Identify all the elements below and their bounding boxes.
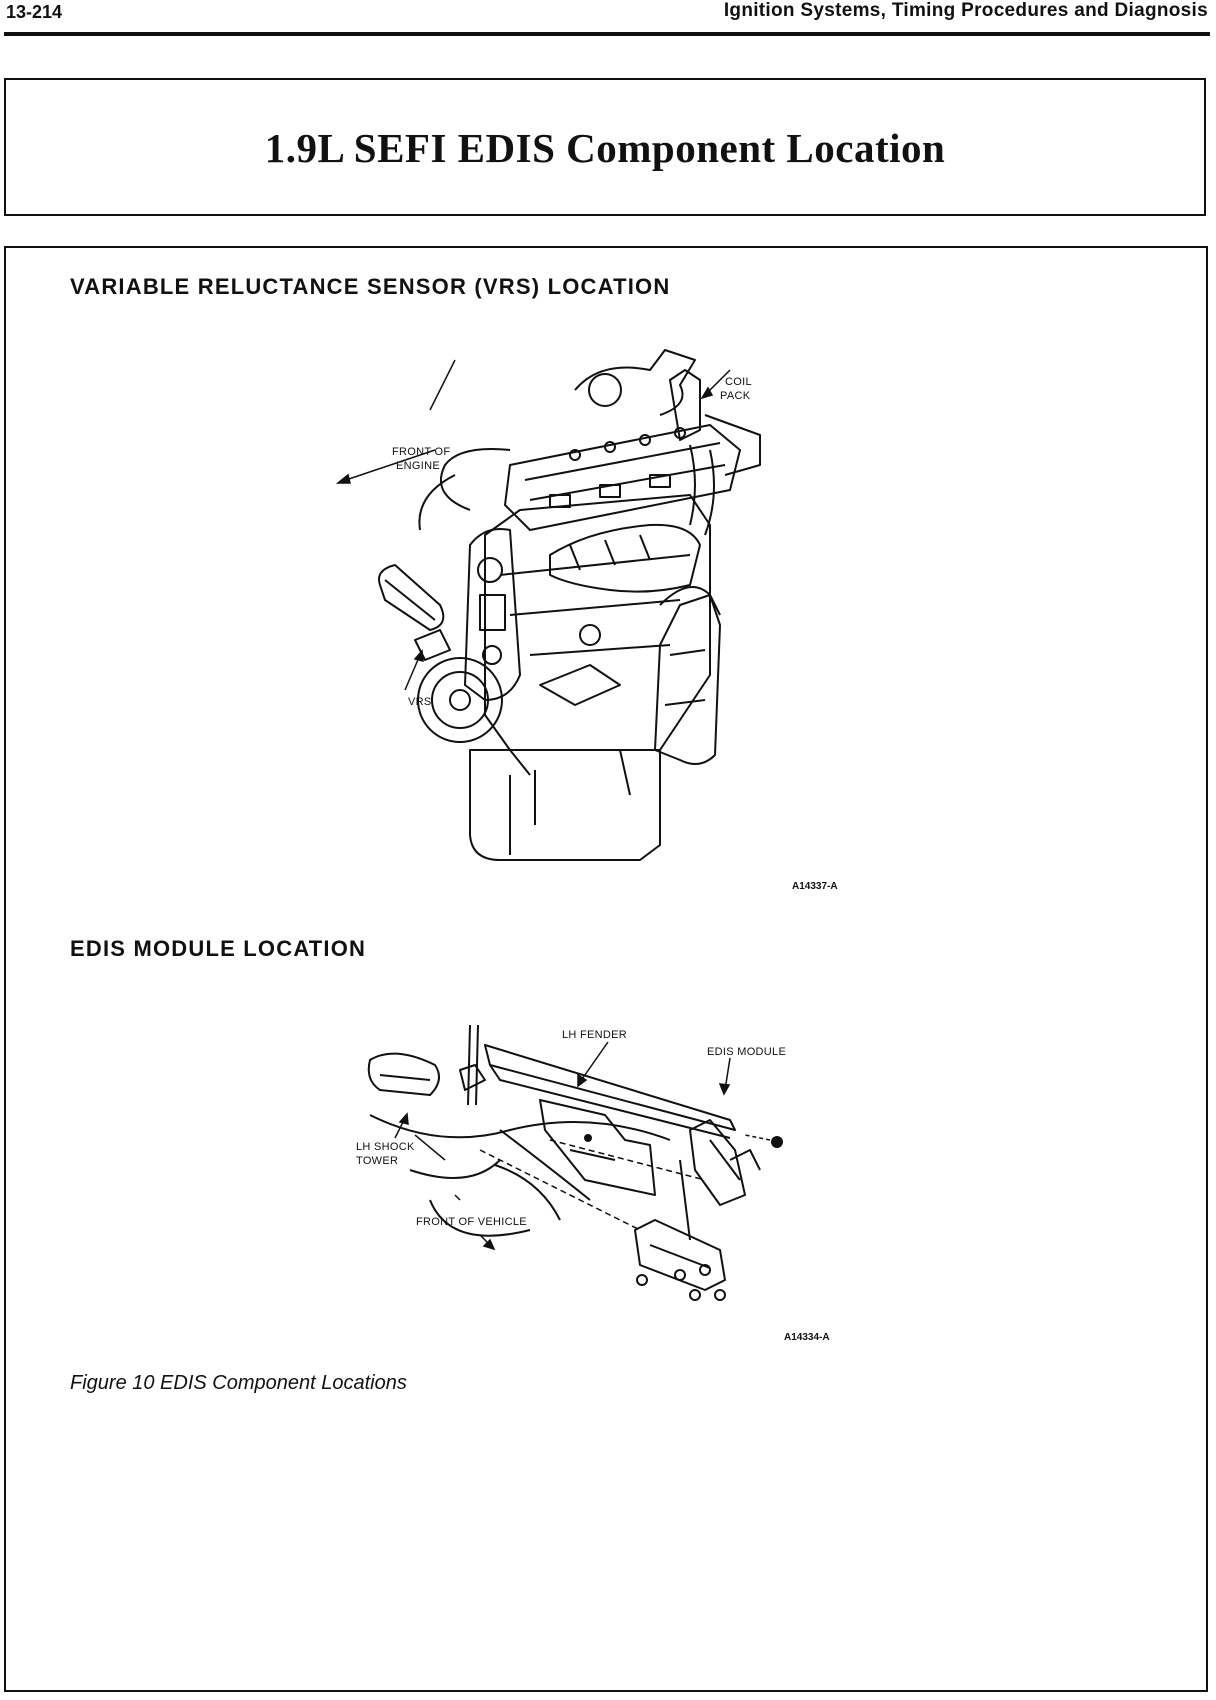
coil-pack-label-line2: PACK	[720, 390, 751, 402]
front-of-vehicle-label: FRONT OF VEHICLE	[416, 1216, 527, 1228]
lh-fender-label: LH FENDER	[562, 1029, 627, 1041]
edis-figure-ref-code: A14334-A	[784, 1332, 830, 1343]
vrs-figure-ref-code: A14337-A	[792, 881, 838, 892]
lh-shock-tower-label-line2: TOWER	[356, 1155, 398, 1167]
edis-module-illustration: LH FENDER EDIS MODULE LH SHOCK TOWER FRO…	[356, 1024, 830, 1343]
figure-caption: Figure 10 EDIS Component Locations	[70, 1372, 407, 1394]
edis-section-heading: EDIS MODULE LOCATION	[70, 936, 367, 961]
coil-pack-label-line1: COIL	[725, 376, 752, 388]
content-box	[4, 246, 1208, 1692]
running-header: Ignition Systems, Timing Procedures and …	[723, 0, 1208, 21]
engine-illustration: COIL PACK FRONT OF ENGINE VRS A14337-A	[335, 349, 838, 892]
vrs-section-heading: VARIABLE RELUCTANCE SENSOR (VRS) LOCATIO…	[70, 274, 671, 299]
front-of-engine-label-line1: FRONT OF	[392, 446, 450, 458]
lh-shock-tower-label-line1: LH SHOCK	[356, 1141, 415, 1153]
page-title: 1.9L SEFI EDIS Component Location	[264, 125, 946, 171]
edis-module-label: EDIS MODULE	[707, 1046, 786, 1058]
header-rule	[4, 32, 1210, 36]
title-box: 1.9L SEFI EDIS Component Location	[4, 78, 1206, 216]
front-of-engine-label-line2: ENGINE	[396, 460, 440, 472]
page-number: 13-214	[6, 2, 63, 22]
vrs-label: VRS	[408, 696, 432, 708]
